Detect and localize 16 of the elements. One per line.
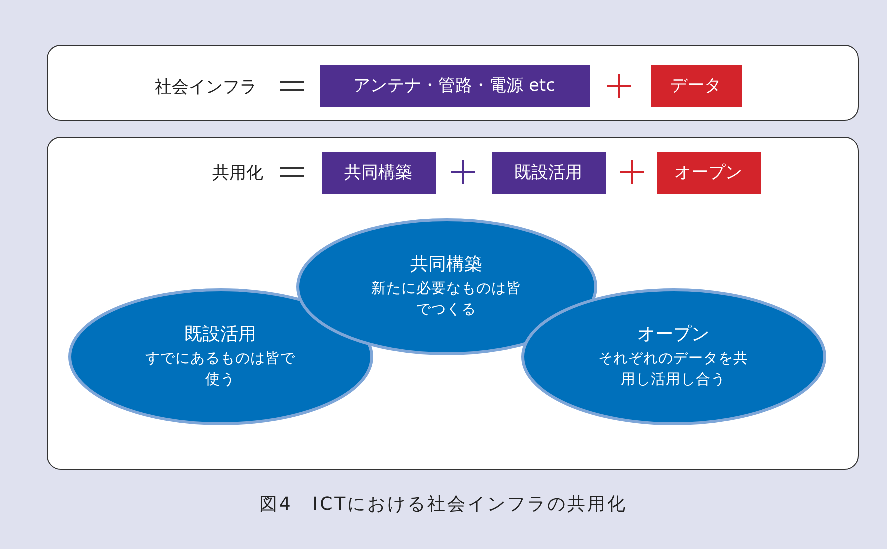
caption: 図4 ICTにおける社会インフラの共用化 [259,494,628,515]
panel [47,137,859,470]
term-label: 社会インフラ [155,76,257,98]
ellipse-heading: オープン [638,323,710,346]
ellipse-text: すでにあるものは皆で使う [146,350,296,390]
ellipse-text: 新たに必要なものは皆でつくる [372,280,522,320]
term-box: 共同構築 [322,152,436,194]
term-box: 既設活用 [492,152,606,194]
panel [47,45,859,121]
term-box: データ [650,64,742,106]
term-label: 共用化 [212,162,264,184]
ellipse-heading: 既設活用 [184,323,256,346]
ellipse-heading: 共同構築 [410,253,482,276]
term-box: オープン [656,152,760,194]
term-box: アンテナ・管路・電源 etc [320,64,590,106]
ellipse-text: それぞれのデータを共用し活用し合う [598,350,748,390]
